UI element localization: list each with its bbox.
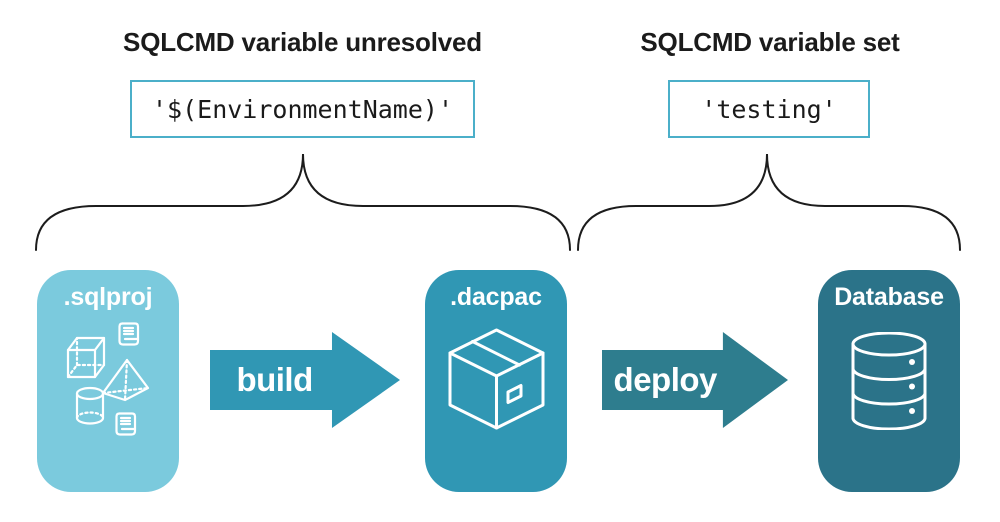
database-icon: [851, 332, 927, 430]
package-icon: [448, 328, 545, 443]
pyramid-icon: [103, 360, 148, 400]
sql-objects-icon: [61, 322, 153, 440]
unresolved-variable-box: '$(EnvironmentName)': [130, 80, 475, 138]
right-heading: SQLCMD variable set: [640, 27, 900, 57]
node-sqlproj-label: .sqlproj: [63, 283, 153, 311]
node-database-label: Database: [834, 283, 944, 311]
left-brace-icon: [35, 153, 571, 251]
resolved-variable-value: 'testing': [701, 94, 837, 124]
scroll-icon: [117, 414, 136, 435]
node-dacpac: .dacpac: [425, 270, 567, 492]
node-sqlproj: .sqlproj: [37, 270, 179, 492]
unresolved-variable-value: '$(EnvironmentName)': [151, 94, 454, 124]
resolved-variable-box: 'testing': [668, 80, 870, 138]
node-database: Database: [818, 270, 960, 492]
cube-icon: [68, 338, 104, 377]
cylinder-icon: [77, 388, 103, 424]
node-dacpac-label: .dacpac: [450, 283, 542, 311]
deploy-arrow-label: deploy: [613, 361, 718, 398]
right-brace-icon: [577, 153, 961, 251]
scroll-icon: [120, 324, 139, 345]
build-arrow: build: [210, 332, 400, 428]
build-arrow-label: build: [236, 361, 313, 398]
left-heading: SQLCMD variable unresolved: [123, 27, 482, 57]
deploy-arrow: deploy: [602, 332, 788, 428]
